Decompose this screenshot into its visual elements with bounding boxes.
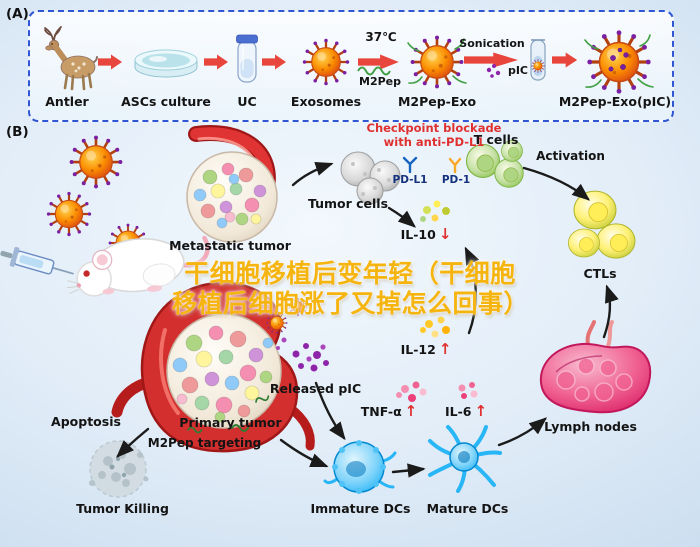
arrow-pic-to-dc xyxy=(314,381,346,441)
mature-dc-illustration xyxy=(428,425,502,493)
watermark-text: 干细胞移植后变年轻（干细胞移植后细胞涨了又掉怎么回事） xyxy=(172,259,530,318)
exosome-illustration xyxy=(301,37,351,87)
free-exosome-1 xyxy=(68,134,124,190)
step-arrow-2 xyxy=(204,54,228,70)
free-exosome-2 xyxy=(45,190,93,238)
immature-dc-illustration xyxy=(323,440,397,494)
lymph-node-illustration xyxy=(539,320,652,414)
il12-dots xyxy=(420,316,450,338)
t-cells-illustration xyxy=(465,140,524,188)
arrow-tumor-to-tumorcells xyxy=(291,162,334,187)
m2pep-exo-illustration xyxy=(407,34,467,90)
flow-arrows xyxy=(116,162,619,478)
pic-dots-panel-a xyxy=(486,64,501,78)
step-arrow-3 xyxy=(262,54,286,70)
il10-dots xyxy=(420,200,450,222)
arrow-lymph-to-ctls xyxy=(602,284,619,339)
m2pep-squiggle xyxy=(357,66,391,76)
arrow-maturedc-to-lymph xyxy=(497,417,548,447)
ctl-cells-illustration xyxy=(568,190,636,259)
arrow-tumorcells-to-il10 xyxy=(387,206,417,228)
step-arrow-1 xyxy=(98,54,122,70)
arrow-apoptosis xyxy=(116,427,150,458)
step-arrow-6 xyxy=(552,52,578,68)
tnfa-dots xyxy=(396,381,427,402)
arrow-tumor-to-immaturedc xyxy=(279,438,329,468)
tumor-cells-illustration xyxy=(340,151,401,205)
antler-deer-illustration xyxy=(44,26,98,91)
metastatic-tumor-illustration xyxy=(186,151,278,243)
sonication-tube-illustration xyxy=(530,39,546,81)
mouse-illustration xyxy=(66,235,210,297)
arrow-immature-to-mature xyxy=(391,463,426,478)
il6-dots xyxy=(458,382,478,399)
ascs-culture-dish-illustration xyxy=(134,49,198,78)
uc-tube-illustration xyxy=(236,34,258,83)
released-pic-dots xyxy=(276,337,329,372)
m2pep-exo-pic-illustration xyxy=(584,28,654,96)
apoptotic-tumor-illustration xyxy=(89,440,149,498)
pd-1-receptor-icon xyxy=(448,157,462,174)
primary-tumor-illustration xyxy=(166,313,282,429)
syringe-illustration xyxy=(0,246,74,275)
arrow-cytokine-up xyxy=(464,246,480,335)
pd-l1-antibody-icon xyxy=(402,156,418,174)
step-arrow-5 xyxy=(464,52,518,68)
arrow-activation xyxy=(522,166,591,201)
